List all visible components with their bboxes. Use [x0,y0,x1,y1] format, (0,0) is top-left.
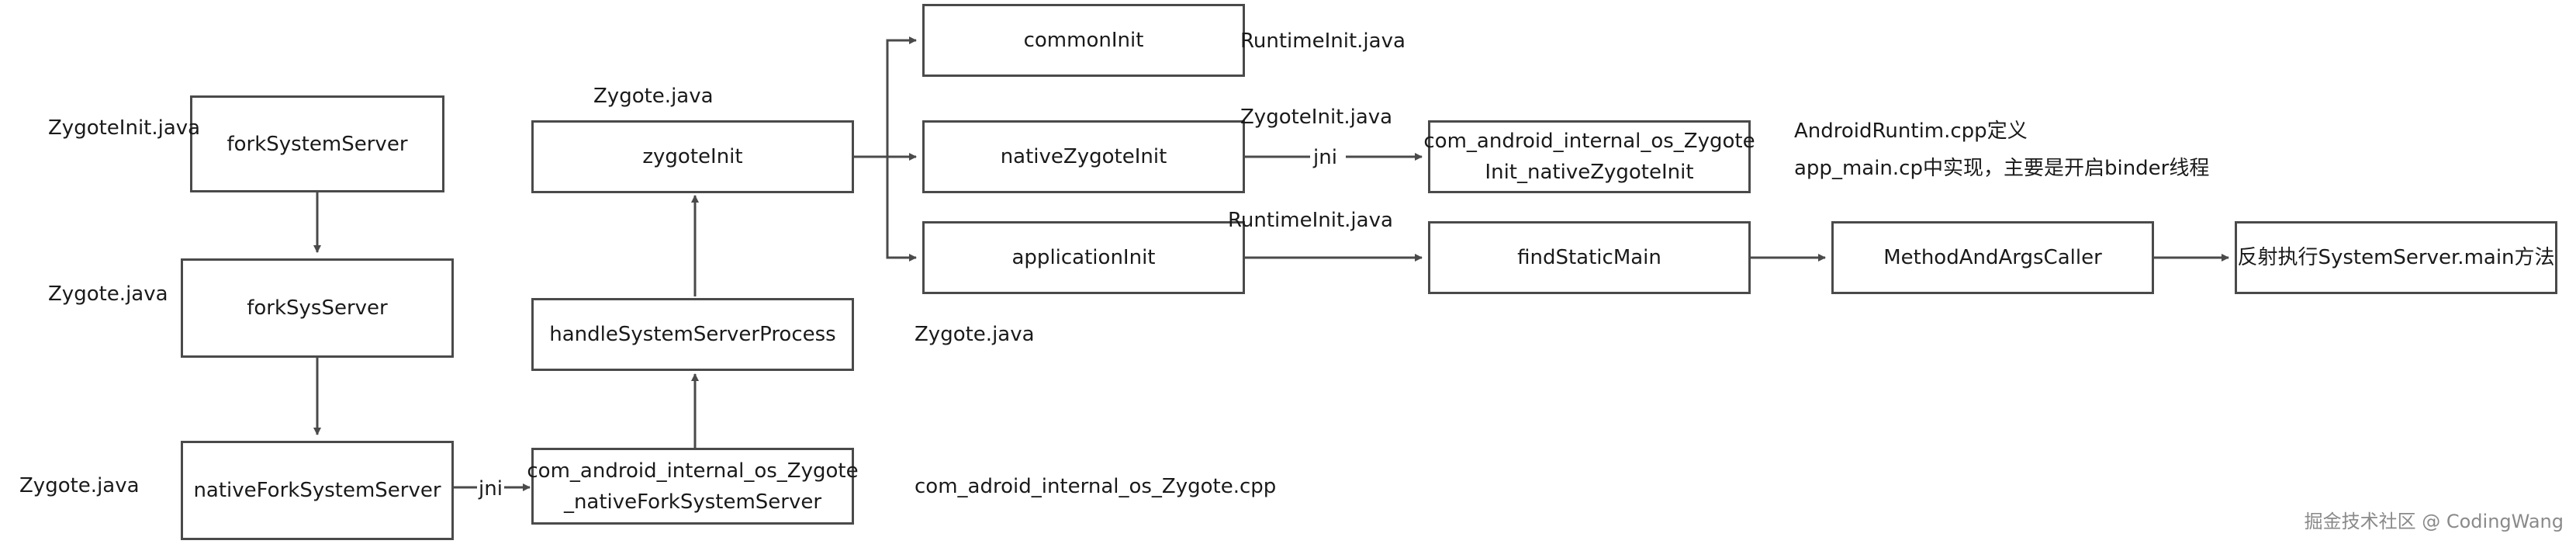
box-nativezygoteinit: nativeZygoteInit [922,120,1245,193]
label-zygote-java-left-bottom: Zygote.java [19,474,140,497]
box-applicationinit-label: applicationInit [1011,246,1156,269]
box-zygoteinit: zygoteInit [531,120,854,193]
box-forksystemserver: forkSystemServer [190,95,444,192]
label-zygoteinit-java-right: ZygoteInit.java [1240,106,1393,129]
box-forksysserver: forkSysServer [181,258,454,358]
arrow-zygoteinit-to-applicationinit [886,157,917,262]
label-runtimeinit-java-mid: RuntimeInit.java [1228,209,1393,232]
label-app-main-cpp: app_main.cp中实现，主要是开启binder线程 [1794,157,2210,180]
box-findstaticmain-label: findStaticMain [1517,246,1661,269]
box-com-native-zygote-init: com_android_internal_os_Zygote Init_nati… [1423,120,1755,193]
label-runtimeinit-java-top: RuntimeInit.java [1240,29,1406,53]
box-nativeforksystemserver-label: nativeForkSystemServer [193,479,441,502]
box-com-native-zygote-line2: Init_nativeZygoteInit [1485,161,1694,184]
box-commoninit: commonInit [922,4,1245,77]
box-com-native-fork-line2: _nativeForkSystemServer [563,490,822,514]
box-findstaticmain: findStaticMain [1428,221,1751,294]
box-com-native-fork-line1: com_android_internal_os_Zygote [527,459,859,483]
box-handlesystemserverprocess: handleSystemServerProcess [531,298,854,371]
box-com-native-zygote-line1: com_android_internal_os_Zygote [1423,130,1755,153]
box-forksystemserver-label: forkSystemServer [226,132,408,156]
box-commoninit-label: commonInit [1023,29,1144,52]
box-nativeforksystemserver: nativeForkSystemServer [181,441,454,540]
label-zygote-java-left-mid: Zygote.java [48,282,168,306]
box-forksysserver-label: forkSysServer [247,296,388,320]
box-zygoteinit-label: zygoteInit [642,145,743,168]
box-handlesystemserverprocess-label: handleSystemServerProcess [549,323,836,346]
box-reflect-systemserver-main: 反射执行SystemServer.main方法 [2235,221,2557,294]
box-applicationinit: applicationInit [922,221,1245,294]
box-nativezygoteinit-label: nativeZygoteInit [1000,145,1167,168]
label-zygote-java-middle: Zygote.java [915,323,1035,346]
label-zygote-java-top: Zygote.java [593,85,714,108]
watermark: 掘金技术社区 @ CodingWang [2304,511,2564,532]
label-androidruntime-cpp: AndroidRuntim.cpp定义 [1794,120,2028,143]
arrow-zygoteinit-to-commoninit [854,36,917,158]
box-methodandargscaller: MethodAndArgsCaller [1831,221,2154,294]
label-jni-left: jni [477,476,504,502]
box-com-native-fork-systemserver: com_android_internal_os_Zygote _nativeFo… [527,448,859,525]
box-reflect-systemserver-main-label: 反射执行SystemServer.main方法 [2237,246,2555,269]
label-jni-right: jni [1313,146,1337,169]
label-com-adroid-cpp: com_adroid_internal_os_Zygote.cpp [915,475,1277,498]
label-zygoteinit-java-left: ZygoteInit.java [48,116,201,140]
box-methodandargscaller-label: MethodAndArgsCaller [1883,246,2102,269]
